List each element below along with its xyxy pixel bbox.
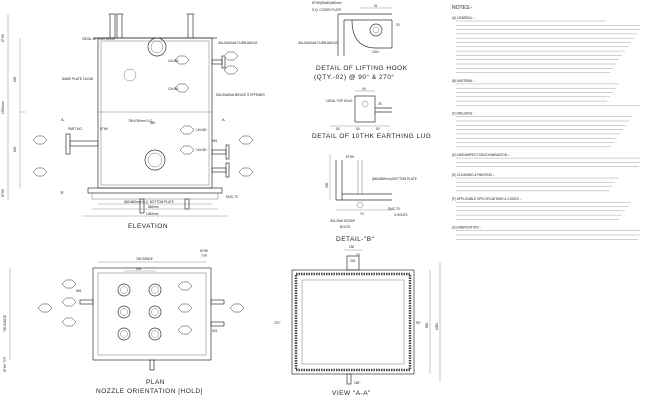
dim-label: 1082mm xyxy=(146,212,159,216)
dim-label: 20 xyxy=(396,23,400,27)
dim-label: 6THK xyxy=(1,188,5,197)
plan-nozzles xyxy=(117,283,162,341)
detail-b: 150 70 6THK (862x862mm) BOTTOM PLATE EMC… xyxy=(325,154,417,243)
dim-label: 50 xyxy=(356,127,360,131)
notes-heading: NOTES:- xyxy=(452,5,473,11)
plan-title: PLAN xyxy=(146,379,165,386)
bottom-b-label: "B" xyxy=(60,191,64,195)
notes-body: (A) GENERAL :- (B) MATERIAL :- (C) WELDING… xyxy=(452,16,640,240)
notes-section-title: (D) NDE/INSPECTION EXAMINATION :- xyxy=(452,153,510,157)
dim-label: 581 xyxy=(150,121,156,125)
dim-label: 40 xyxy=(362,87,366,91)
dim-label: TYP. xyxy=(201,254,208,258)
elevation-bottom-plate xyxy=(87,187,223,194)
view-aa-outline xyxy=(291,269,415,375)
bottom-manhole xyxy=(144,149,166,171)
dim-label: 750 INSIDE xyxy=(136,257,153,261)
name-plate-label: NAME PLATE 12x160 xyxy=(62,77,94,81)
dim-label: 25 xyxy=(378,102,382,106)
notes-section-title: (F) APPLICABLE SPECIFICATIONS & CODES :- xyxy=(452,197,522,201)
lifting-hook-label: 20DIA. LIFTING HOOK xyxy=(82,37,116,41)
socket-label: 12x160 xyxy=(168,59,179,63)
bottom-plate-dim-label: 862x862mm S.Q. BOTTOM PLATE xyxy=(124,200,174,204)
section-a-marker: A xyxy=(61,117,64,122)
dim-label: 50 xyxy=(336,127,340,131)
angle-label: 180° xyxy=(354,381,361,385)
section-a-marker: A xyxy=(222,117,225,122)
dim-label: 200 xyxy=(350,259,356,263)
angle-label: 90° xyxy=(416,321,422,325)
dim-label: 200 xyxy=(136,267,142,271)
elevation-shell xyxy=(97,37,213,189)
shell-size-label: 750x750mm S.Q. xyxy=(128,119,153,123)
emc-label: EMC-70 xyxy=(388,207,400,211)
dim-label: 625 xyxy=(13,146,17,152)
bottom-plate-label: (862x862mm) BOTTOM PLATE xyxy=(372,177,417,181)
dim-label: 1590mm xyxy=(1,101,5,114)
view-aa-title: VIEW "A-A" xyxy=(332,390,371,397)
elevation-title: ELEVATION xyxy=(128,223,168,230)
notes-block: NOTES:- (A) GENERAL :- (B) MATERIAL :- (C)… xyxy=(452,5,640,240)
dim-label: 15 xyxy=(356,253,360,257)
dim-label: 750 INSIDE xyxy=(3,315,7,332)
part-no-label: PART NO. xyxy=(68,127,83,131)
dim-label: 531 xyxy=(212,329,218,333)
notes-section-title: (A) GENERAL :- xyxy=(452,16,475,20)
dim-label: 6THK TYP. xyxy=(3,356,7,372)
plan-view: 750 INSIDE 6THK TYP. 200 581 531 750 INS… xyxy=(3,249,245,395)
dim-label: 150 xyxy=(325,182,329,188)
angle-label: ISA-25x5 SCRAP xyxy=(330,219,355,223)
dim-label: 581 xyxy=(76,289,82,293)
dim-label: 50 xyxy=(376,127,380,131)
elevation-sockets: 12x160 12x160 12x160 12x160 xyxy=(32,51,254,177)
notes-section-title: (B) MATERIAL :- xyxy=(452,79,476,83)
emc-label: EMC-70 xyxy=(226,195,238,199)
dim-label: 6THK xyxy=(1,33,5,42)
plan-subtitle: NOZZLE ORIENTATION [HOLD] xyxy=(96,388,203,395)
socket-label: 12x160 xyxy=(168,87,179,91)
dim-label: 150 xyxy=(349,245,355,249)
notes-section-title: (G) FABRICATION :- xyxy=(452,226,481,230)
bolts-label: BOLTS xyxy=(340,225,350,229)
dim-label: 6THK xyxy=(346,155,355,159)
holes-label: 4 HOLES xyxy=(394,213,407,217)
dim-label: 625 xyxy=(13,76,17,82)
dim-label: 70 xyxy=(360,212,364,216)
plate-thk-label: 6THK xyxy=(100,127,109,131)
cover-plate-label: S.Q. COVER PLATE xyxy=(312,8,341,12)
dim-label: 120x xyxy=(372,50,379,54)
dim-label: 1082 xyxy=(435,323,439,330)
dim-label: 862 xyxy=(425,322,429,328)
earthing-lug-title: DETAIL OF 10THK EARTHING LUG xyxy=(312,133,431,140)
lug-hole-label: 10DIA. TOP HOLE xyxy=(326,99,353,103)
notes-section-title: (C) WELDING :- xyxy=(452,112,475,116)
stiffener-label: ISA-50x50x6 BRACE STIFFENER xyxy=(216,93,265,97)
socket-label: 12x160 xyxy=(196,128,207,132)
dim-label: 581 xyxy=(212,139,218,143)
dim-label: 862mm xyxy=(148,205,159,209)
dim-label: 6THK xyxy=(200,249,209,253)
socket-label: 12x160 xyxy=(196,148,207,152)
view-aa: 150 200 15 862 1082 270° 90° 180° VIEW "… xyxy=(274,245,441,397)
curb-angle-label: ISA-50x50x6 CURB ANGLE xyxy=(218,41,258,45)
lifting-hook-title: DETAIL OF LIFTING HOOK xyxy=(316,65,408,72)
notes-section-title: (E) CLEANING & PAINTING :- xyxy=(452,173,495,177)
lifting-hook-detail: 51 20 120x 6THK(80x80)x80mm S.Q. COVER P… xyxy=(298,1,408,81)
plan-tags xyxy=(37,279,245,335)
angle-label: 270° xyxy=(274,321,281,325)
elevation-view: 12x160 12x160 12x160 12x160 20DIA. LIFTI… xyxy=(1,13,265,230)
curb-angle-label: ISA-50x50x6 CURB ANGLE xyxy=(298,41,338,45)
dim-label: 51 xyxy=(374,4,378,8)
top-manhole xyxy=(147,37,167,57)
lifting-hook-subtitle: (QTY.-02) @ 90° & 270° xyxy=(314,73,395,81)
detail-b-title: DETAIL-"B" xyxy=(336,236,375,243)
hook-plate-label: 6THK(80x80)x80mm xyxy=(312,1,342,5)
earthing-lug-detail: 40 25 10DIA. TOP HOLE 50 50 50 DETAIL OF… xyxy=(312,87,431,140)
